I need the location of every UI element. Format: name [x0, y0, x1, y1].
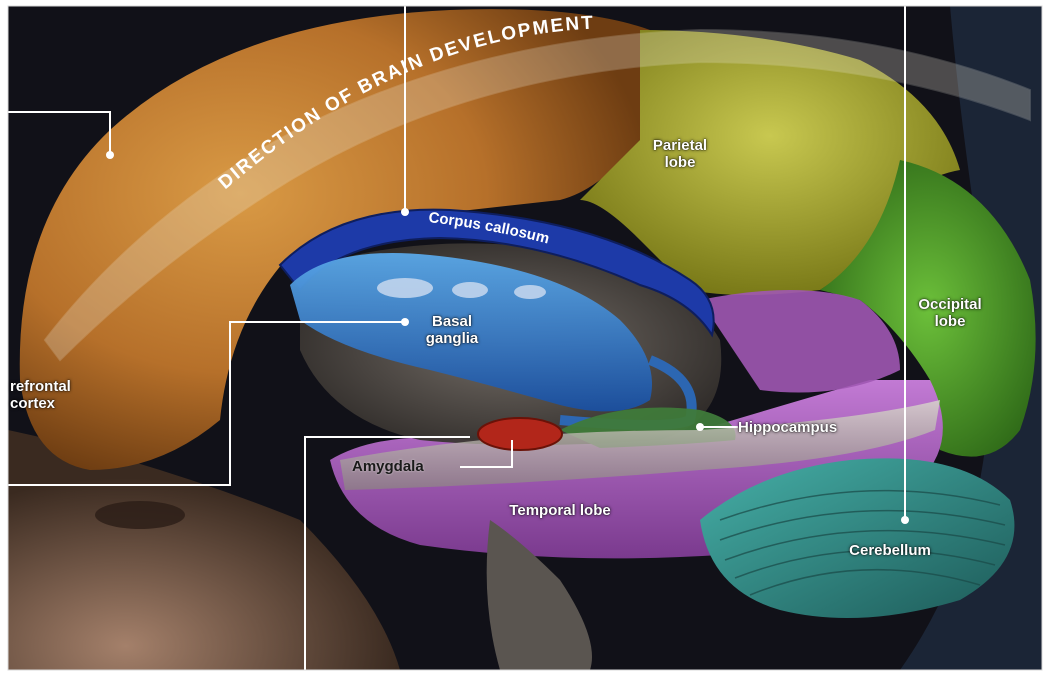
ventricle-3 — [514, 285, 546, 299]
cerebellum-dot — [901, 516, 909, 524]
amygdala — [478, 418, 562, 450]
basal-ganglia-dot — [401, 318, 409, 326]
hippocampus-dot — [696, 423, 704, 431]
ventricle-2 — [452, 282, 488, 298]
eye-shadow — [95, 501, 185, 529]
prefrontal-dot — [106, 151, 114, 159]
corpus-callosum-dot — [401, 208, 409, 216]
ventricle-1 — [377, 278, 433, 298]
